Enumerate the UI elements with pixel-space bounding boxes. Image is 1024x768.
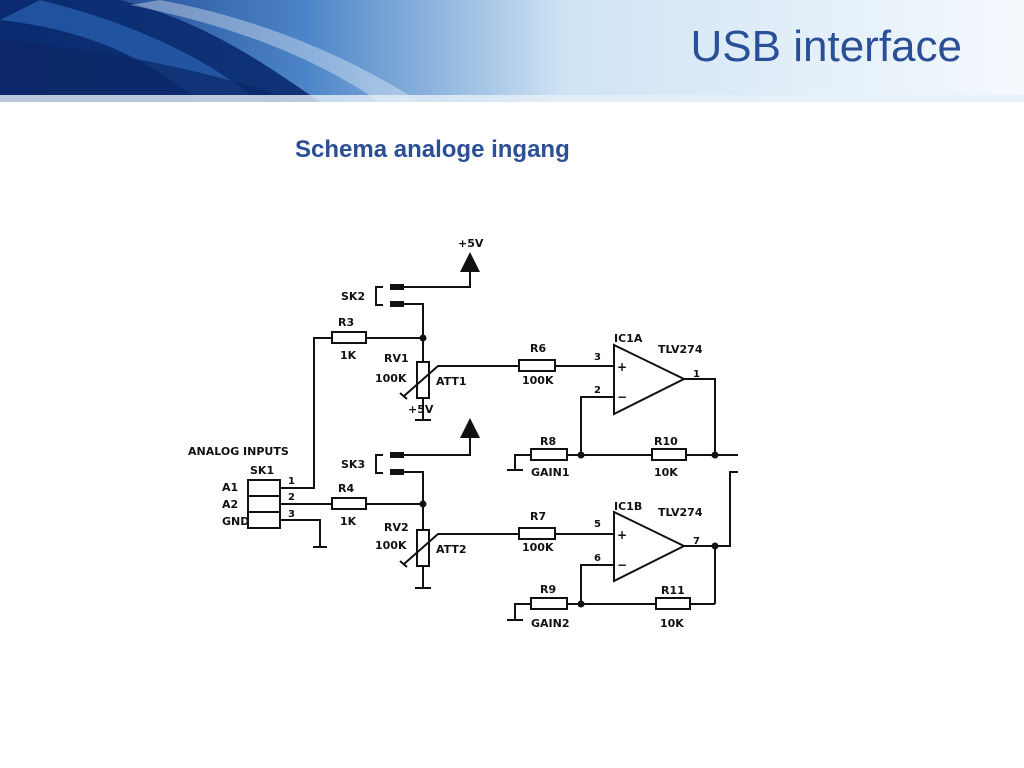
sk3-pin-1 [390,452,404,458]
ic1a-part: TLV274 [658,343,703,356]
r7-value: 100K [522,541,554,554]
resistor-r3 [331,331,367,344]
rv2-wiper-tick [399,560,408,568]
wire-gnd [280,519,321,547]
connector-ref: SK1 [250,464,274,477]
junction-ic1a-inv [577,451,585,459]
r10-value: 10K [654,466,678,479]
supply-arrow-2 [460,418,480,438]
ic1a-pin-in-minus: 2 [594,385,601,396]
junction-rv2-top [419,500,427,508]
connector-cell-3 [247,511,281,529]
r3-value: 1K [340,349,357,362]
ic1a-minus-sign: − [617,390,627,404]
wire-r8-gnd [514,454,531,470]
junction-ic1b-out [711,542,719,550]
pin-number-1: 1 [288,476,295,487]
rv1-wiper [403,365,519,397]
r9-ref: R9 [540,583,556,596]
pin-label-a2: A2 [222,498,238,511]
rv2-label: ATT2 [436,543,467,556]
r11-ref: R11 [661,584,685,597]
resistor-r9 [530,597,568,610]
wire-r9-gnd [514,603,531,620]
junction-rv1-top [419,334,427,342]
rv1-label: ATT1 [436,375,467,388]
ic1b-pin-in-plus: 5 [594,519,601,530]
ic1a-pin-out: 1 [693,369,700,380]
pin-number-3: 3 [288,509,295,520]
wire-sk2-rv1 [404,303,424,362]
ic1b-plus-sign: + [617,528,627,542]
opamp-ic1b [613,510,687,583]
pin-label-a1: A1 [222,481,238,494]
wire-sk3-5v [404,436,471,456]
page-title: USB interface [690,22,962,71]
r9-value: GAIN2 [531,617,570,630]
header-banner [0,0,1024,102]
connector-heading: ANALOG INPUTS [188,445,289,458]
r8-value: GAIN1 [531,466,570,479]
wire-ic1b-out-exit [715,471,738,547]
r10-ref: R10 [654,435,678,448]
sk3-bracket [375,454,383,474]
wire-a1 [280,337,332,489]
opamp-ic1a [613,343,687,416]
supply-arrow-1 [460,252,480,272]
rv2-ref: RV2 [384,521,409,534]
rv2-value: 100K [375,539,407,552]
resistor-r10 [651,448,687,461]
pin-label-gnd: GND [222,515,249,528]
rv1-ref: RV1 [384,352,409,365]
ic1a-pin-in-plus: 3 [594,352,601,363]
ic1b-minus-sign: − [617,558,627,572]
slide-subtitle: Schema analoge ingang [295,136,570,163]
resistor-r8 [530,448,568,461]
rv1-wiper-tick [399,392,408,400]
ic1b-part: TLV274 [658,506,703,519]
r3-ref: R3 [338,316,354,329]
junction-ic1b-inv [577,600,585,608]
resistor-r11 [655,597,691,610]
r4-ref: R4 [338,482,354,495]
rv1-value: 100K [375,372,407,385]
r8-ref: R8 [540,435,556,448]
sk3-ref: SK3 [341,458,365,471]
ic1a-plus-sign: + [617,360,627,374]
resistor-r7 [518,527,556,540]
banner-graphic [0,0,1024,102]
r11-value: 10K [660,617,684,630]
wire-sk2-5v [404,270,471,288]
pin-number-2: 2 [288,492,295,503]
connector-cell-2 [247,495,281,513]
wire-ic1a-feedback-in [580,396,614,455]
sk2-bracket [375,286,383,306]
resistor-r4 [331,497,367,510]
ic1a-ref: IC1A [614,332,643,345]
wire-ic1b-feedback-in [580,564,614,604]
wire-ic1b-out [684,545,716,604]
sk2-pin-2 [390,301,404,307]
supply-label-2: +5V [408,403,434,416]
ic1b-pin-in-minus: 6 [594,553,601,564]
supply-label-1: +5V [458,237,484,250]
ic1b-pin-out: 7 [693,536,700,547]
sk3-pin-2 [390,469,404,475]
wire-ic1a-out [684,378,738,456]
r7-ref: R7 [530,510,546,523]
rv2-wiper [403,533,519,565]
ic1b-ref: IC1B [614,500,642,513]
connector-cell-1 [247,479,281,497]
resistor-r6 [518,359,556,372]
sk2-pin-1 [390,284,404,290]
r6-ref: R6 [530,342,546,355]
wire-sk3-rv2 [404,471,424,530]
sk2-ref: SK2 [341,290,365,303]
r4-value: 1K [340,515,357,528]
r6-value: 100K [522,374,554,387]
